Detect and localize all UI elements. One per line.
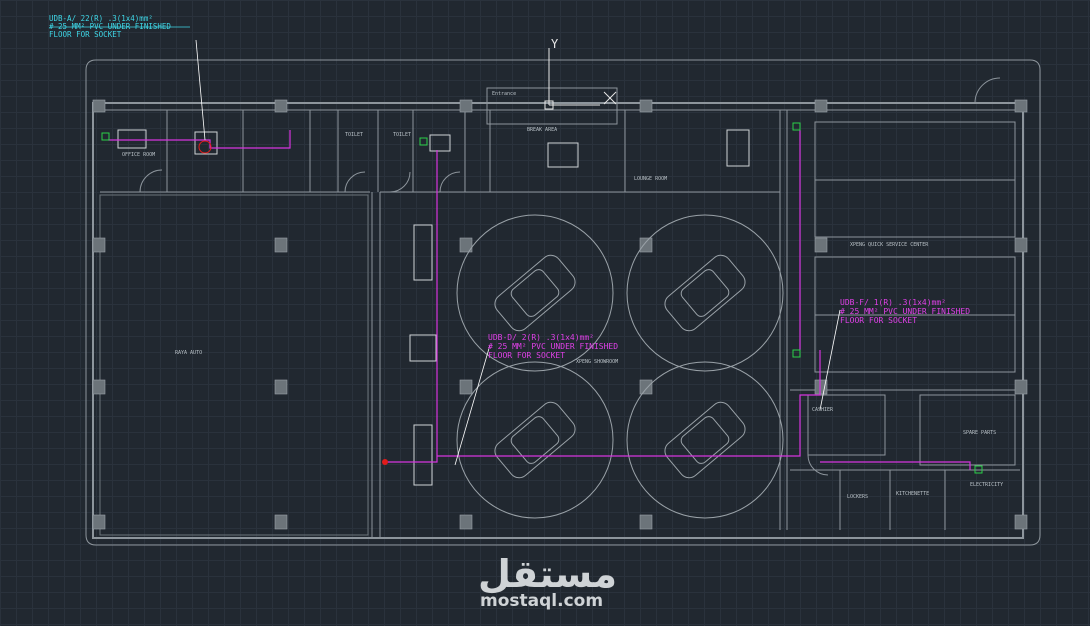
column — [459, 99, 473, 113]
column — [92, 99, 106, 113]
column — [92, 237, 106, 253]
leader-line — [454, 344, 491, 466]
room-label-office: OFFICE ROOM — [122, 152, 156, 158]
column — [1014, 99, 1028, 113]
column — [459, 237, 473, 253]
annotation-line: # 25 MM² PVC UNDER FINISHED — [488, 342, 619, 351]
car-outline — [494, 254, 576, 332]
table — [547, 142, 579, 168]
room-label-lockers: LOCKERS — [847, 494, 869, 500]
column — [92, 379, 106, 395]
room-label-electricity: ELECTRICITY — [970, 482, 1004, 488]
column — [814, 237, 828, 253]
car-outline — [664, 401, 746, 479]
watermark-logo: مستقل — [478, 552, 617, 596]
column — [639, 237, 653, 253]
socket-symbol — [792, 122, 801, 131]
socket-symbol — [974, 465, 983, 474]
car-display-3 — [456, 361, 614, 519]
room-label-toilet: TOILET — [393, 132, 412, 138]
socket-point — [198, 140, 212, 154]
room-label-toilet: TOILET — [345, 132, 364, 138]
room-label-entrance: Entrance — [492, 91, 517, 97]
room-label-kitchenette: KITCHENETTE — [896, 491, 930, 497]
annotation-line: UDB-F/ 1(R) .3(1x4)mm² — [840, 298, 946, 307]
wiring-service — [820, 461, 971, 470]
column — [1014, 237, 1028, 253]
annotation-line: FLOOR FOR SOCKET — [488, 351, 566, 360]
car-outline — [494, 401, 576, 479]
socket-point — [382, 459, 388, 465]
udb-d-annotation: UDB-D/ 2(R) .3(1x4)mm² # 25 MM² PVC UNDE… — [488, 333, 618, 360]
table — [117, 129, 147, 149]
room-label-raya-auto: RAYA AUTO — [175, 350, 203, 356]
watermark-url: mostaql.com — [480, 591, 604, 611]
column — [459, 379, 473, 395]
building-outline — [85, 59, 1041, 546]
leader-line — [195, 39, 206, 141]
table — [413, 424, 433, 486]
column — [814, 99, 828, 113]
leader-line — [819, 309, 841, 411]
column — [1014, 379, 1028, 395]
annotation-line: FLOOR FOR SOCKET — [49, 30, 122, 39]
wiring-showroom — [437, 350, 821, 457]
cashier-room — [807, 394, 886, 456]
room-label-break-area: BREAK AREA — [527, 127, 558, 133]
column — [459, 514, 473, 530]
column — [1014, 514, 1028, 530]
udb-f-annotation: UDB-F/ 1(R) .3(1x4)mm² # 25 MM² PVC UNDE… — [840, 298, 970, 325]
annotation-line: # 25 MM² PVC UNDER FINISHED — [49, 22, 171, 31]
annotation-line: UDB-A/ 22(R) .3(1x4)mm² — [49, 14, 153, 23]
raya-area — [99, 194, 369, 536]
car-display-1 — [456, 214, 614, 372]
room-label-cashier: CASHIER — [812, 407, 834, 413]
annotation-line: # 25 MM² PVC UNDER FINISHED — [840, 307, 971, 316]
car-display-2 — [626, 214, 784, 372]
room-label-showroom: XPENG SHOWROOM — [576, 359, 619, 365]
room-label-spare-parts: SPARE PARTS — [963, 430, 997, 436]
column — [639, 99, 653, 113]
car-display-4 — [626, 361, 784, 519]
spare-parts-room — [919, 394, 1016, 466]
udb-a-annotation: UDB-A/ 22(R) .3(1x4)mm² # 25 MM² PVC UND… — [49, 15, 171, 39]
column — [639, 514, 653, 530]
table — [194, 131, 218, 155]
wiring-udb-a — [108, 130, 291, 149]
table — [413, 224, 433, 281]
y-axis-label: Y — [551, 37, 559, 51]
socket-symbol — [101, 132, 110, 141]
column — [92, 514, 106, 530]
wiring-udb-d — [385, 150, 438, 463]
table — [726, 129, 750, 167]
socket-symbol — [419, 137, 428, 146]
column — [274, 99, 288, 113]
column — [274, 237, 288, 253]
room-label-quick-service: XPENG QUICK SERVICE CENTER — [850, 242, 929, 248]
room-label-lounge: LOUNGE ROOM — [634, 176, 668, 182]
column — [274, 379, 288, 395]
ucs-origin — [544, 100, 554, 110]
column — [274, 514, 288, 530]
column — [639, 379, 653, 395]
annotation-line: FLOOR FOR SOCKET — [840, 316, 918, 325]
table — [429, 134, 451, 152]
car-outline — [664, 254, 746, 332]
table — [409, 334, 437, 362]
socket-symbol — [792, 349, 801, 358]
annotation-line: UDB-D/ 2(R) .3(1x4)mm² — [488, 333, 594, 342]
outer-wall — [92, 102, 1024, 539]
